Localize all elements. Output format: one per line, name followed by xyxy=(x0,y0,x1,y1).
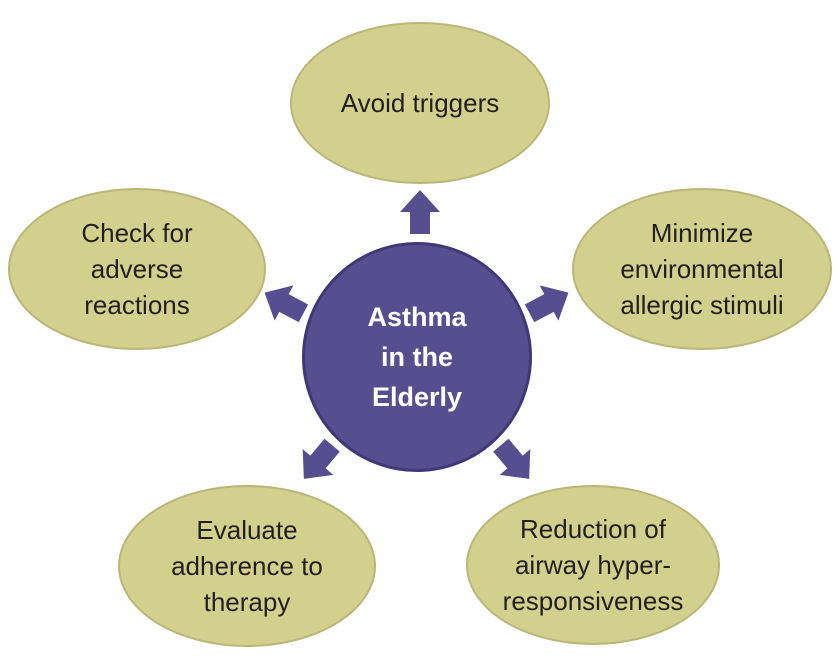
node-label: Check for adverse reactions xyxy=(81,218,193,320)
center-label: Asthma in the Elderly xyxy=(367,302,467,412)
arrow-to-minimize-allergic-stimuli xyxy=(524,285,569,323)
node-label: Avoid triggers xyxy=(340,88,500,118)
node-check-adverse-reactions: Check for adverse reactions xyxy=(8,188,266,350)
node-reduction-of-hyperresponsiveness: Reduction of airway hyper- responsivenes… xyxy=(466,485,720,645)
node-label: Evaluate adherence to therapy xyxy=(171,515,323,617)
arrow-to-reduction-of-hyperresponsiveness xyxy=(493,438,531,479)
node-evaluate-adherence: Evaluate adherence to therapy xyxy=(118,485,376,647)
arrow-to-evaluate-adherence xyxy=(302,438,340,479)
node-label: Reduction of airway hyper- responsivenes… xyxy=(502,514,684,616)
node-label: Minimize environmental allergic stimuli xyxy=(620,218,784,320)
node-avoid-triggers: Avoid triggers xyxy=(290,22,550,184)
arrow-to-check-adverse-reactions xyxy=(264,285,309,323)
center-node-asthma-in-the-elderly: Asthma in the Elderly xyxy=(302,242,532,472)
arrow-to-avoid-triggers xyxy=(400,190,440,234)
node-minimize-allergic-stimuli: Minimize environmental allergic stimuli xyxy=(572,188,832,350)
